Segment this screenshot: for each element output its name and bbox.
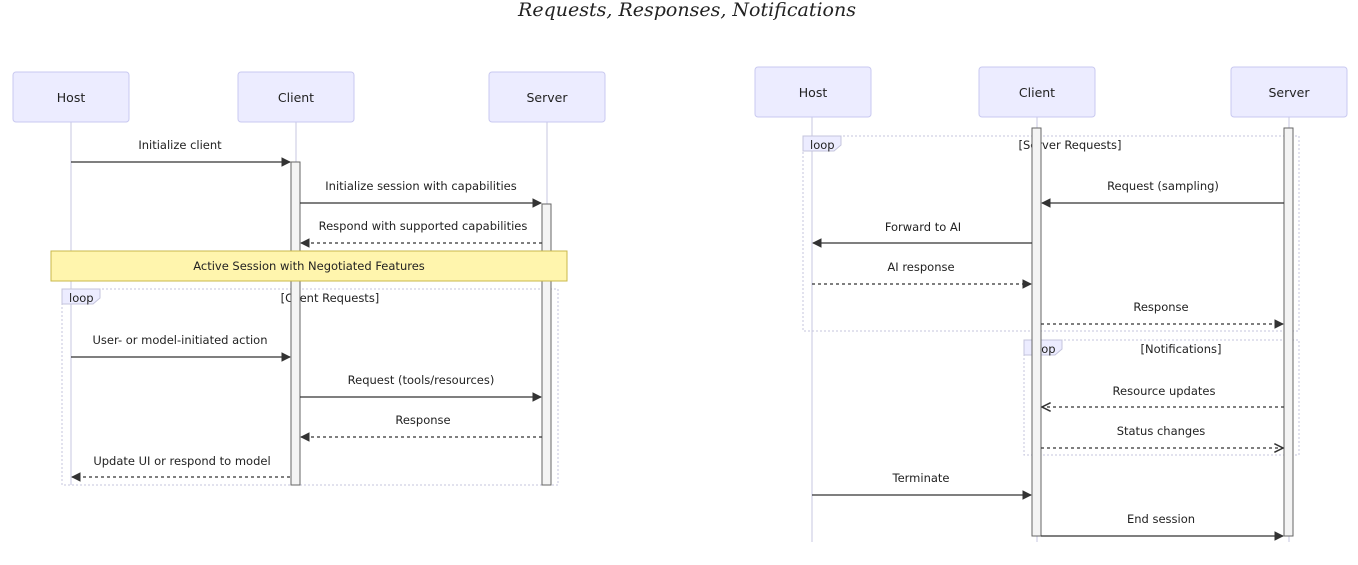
message-status-changes: Status changes — [1041, 424, 1283, 448]
actor-label: Host — [799, 85, 828, 100]
message-initialize-client: Initialize client — [71, 138, 291, 167]
loop-frame — [61, 288, 559, 486]
actor-box — [978, 66, 1096, 118]
message-label: Response — [1133, 300, 1188, 314]
actor-box — [237, 71, 355, 123]
message-ai-response: AI response — [812, 260, 1032, 289]
message-initialize-session: Initialize session with capabilities — [300, 179, 542, 208]
left-sequence-diagram: loop [Client Requests] Active Session wi… — [12, 71, 606, 486]
message-label: Terminate — [892, 471, 950, 485]
message-terminate: Terminate — [812, 471, 1032, 500]
message-label: Update UI or respond to model — [93, 454, 270, 468]
message-label: AI response — [887, 260, 954, 274]
actor-box — [1230, 66, 1348, 118]
message-label: Initialize session with capabilities — [325, 179, 516, 193]
session-note: Active Session with Negotiated Features — [50, 250, 568, 282]
client-activation — [1031, 127, 1042, 537]
note-box — [50, 250, 568, 282]
loop-server-requests: loop [Server Requests] — [802, 135, 1300, 332]
actor-label: Client — [1019, 85, 1055, 100]
message-label: Forward to AI — [885, 220, 961, 234]
actor-label: Host — [57, 90, 86, 105]
actor-label: Server — [1269, 85, 1311, 100]
message-request-tools: Request (tools/resources) — [300, 373, 542, 402]
actor-server: Server — [488, 71, 606, 123]
message-response: Response — [1041, 300, 1284, 329]
loop-label: loop — [69, 291, 94, 305]
actor-box — [12, 71, 130, 123]
loop-condition: [Notifications] — [1141, 342, 1222, 356]
loop-client-requests: loop [Client Requests] — [61, 288, 559, 486]
diagram-title: Requests, Responses, Notifications — [517, 0, 856, 21]
loop-tab — [802, 135, 842, 152]
message-label: End session — [1127, 512, 1195, 526]
message-forward-to-ai: Forward to AI — [812, 220, 1032, 248]
client-activation — [290, 161, 301, 486]
actor-label: Server — [527, 90, 569, 105]
message-update-ui: Update UI or respond to model — [71, 454, 290, 482]
message-request-sampling: Request (sampling) — [1041, 179, 1284, 208]
actor-client: Client — [978, 66, 1096, 118]
message-label: Resource updates — [1113, 384, 1216, 398]
actor-server: Server — [1230, 66, 1348, 118]
note-text: Active Session with Negotiated Features — [193, 259, 425, 273]
message-label: Status changes — [1117, 424, 1206, 438]
right-sequence-diagram: loop [Server Requests] loop [Notificatio… — [754, 66, 1348, 542]
loop-tab — [61, 288, 101, 305]
loop-frame — [802, 135, 1300, 332]
message-end-session: End session — [1041, 512, 1284, 541]
actor-host: Host — [12, 71, 130, 123]
server-activation — [1283, 127, 1294, 537]
message-label: Initialize client — [138, 138, 222, 152]
loop-label: loop — [810, 138, 835, 152]
server-activation — [541, 203, 552, 486]
loop-condition: [Server Requests] — [1018, 138, 1121, 152]
actor-host: Host — [754, 66, 872, 118]
message-response: Response — [300, 413, 542, 442]
actor-box — [488, 71, 606, 123]
message-label: Request (sampling) — [1107, 179, 1219, 193]
message-user-action: User- or model-initiated action — [71, 333, 291, 362]
message-label: Request (tools/resources) — [348, 373, 495, 387]
message-label: Response — [395, 413, 450, 427]
actor-label: Client — [278, 90, 314, 105]
message-label: Respond with supported capabilities — [319, 219, 528, 233]
message-resource-updates: Resource updates — [1042, 384, 1284, 407]
message-respond-capabilities: Respond with supported capabilities — [300, 219, 542, 248]
actor-client: Client — [237, 71, 355, 123]
message-label: User- or model-initiated action — [92, 333, 267, 347]
loop-condition: [Client Requests] — [281, 291, 380, 305]
loop-frame — [1023, 339, 1300, 456]
actor-box — [754, 66, 872, 118]
